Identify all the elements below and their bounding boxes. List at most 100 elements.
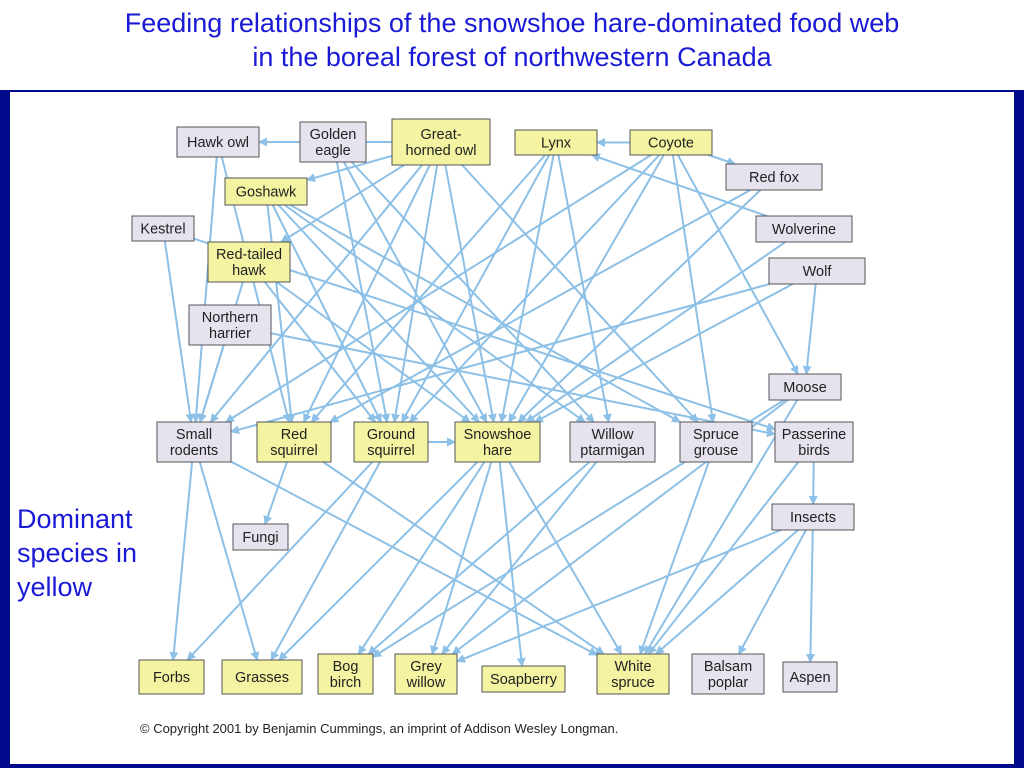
species-insects: Insects bbox=[771, 503, 855, 531]
species-wolf: Wolf bbox=[768, 257, 866, 285]
feeding-link-snowshoe-hare-to-bog-birch bbox=[357, 461, 486, 655]
species-label: Soapberry bbox=[490, 672, 558, 688]
species-box bbox=[679, 421, 753, 463]
species-box bbox=[768, 257, 866, 285]
species-box bbox=[755, 215, 853, 243]
feeding-link-lynx-to-snowshoe-hare bbox=[498, 154, 555, 423]
legend-note-line-3: yellow bbox=[17, 572, 93, 602]
feeding-link-wolverine-to-lynx bbox=[590, 153, 768, 217]
feeding-link-lynx-to-willow-ptarmigan bbox=[557, 154, 612, 423]
species-label: birds bbox=[798, 443, 829, 459]
species-box bbox=[596, 653, 670, 695]
species-label: Kestrel bbox=[140, 222, 185, 238]
feeding-link-moose-to-white-spruce bbox=[644, 399, 799, 655]
slide-title: Feeding relationships of the snowshoe ha… bbox=[0, 6, 1024, 74]
feeding-link-snowshoe-hare-to-grasses bbox=[278, 461, 479, 661]
feeding-link-passerine-birds-to-white-spruce bbox=[647, 461, 800, 655]
species-label: grouse bbox=[694, 443, 738, 459]
species-label: Forbs bbox=[153, 670, 190, 686]
species-label: Insects bbox=[790, 510, 836, 526]
feeding-link-goshawk-to-snowshoe-hare bbox=[277, 204, 480, 423]
feeding-link-insects-to-balsam-poplar bbox=[737, 529, 807, 655]
feeding-link-coyote-to-snowshoe-hare bbox=[508, 154, 665, 423]
feeding-link-insects-to-grey-willow bbox=[456, 529, 782, 663]
species-label: poplar bbox=[708, 675, 748, 691]
species-box bbox=[725, 163, 823, 191]
species-label: Wolverine bbox=[772, 222, 836, 238]
species-box bbox=[224, 177, 308, 206]
species-label: ptarmigan bbox=[580, 443, 644, 459]
feeding-link-ground-squirrel-to-grasses bbox=[270, 461, 381, 661]
species-label: Goshawk bbox=[236, 185, 297, 201]
species-label: Red fox bbox=[749, 170, 800, 186]
species-grasses: Grasses bbox=[221, 659, 303, 695]
species-label: Hawk owl bbox=[187, 135, 249, 151]
species-box bbox=[629, 129, 713, 156]
species-box bbox=[569, 421, 656, 463]
species-label: Bog bbox=[333, 659, 359, 675]
feeding-link-willow-ptarmigan-to-bog-birch bbox=[367, 461, 591, 655]
species-label: spruce bbox=[611, 675, 655, 691]
feeding-link-wolverine-to-snowshoe-hare bbox=[525, 241, 786, 423]
species-label: willow bbox=[406, 675, 446, 691]
species-label: Great- bbox=[420, 127, 461, 143]
feeding-link-ground-squirrel-to-forbs bbox=[186, 461, 374, 661]
species-box bbox=[782, 661, 838, 693]
feeding-link-wolf-to-snowshoe-hare bbox=[533, 283, 794, 423]
species-label: Golden bbox=[310, 127, 357, 143]
feeding-link-great-horned-owl-to-red-squirrel bbox=[302, 164, 431, 423]
species-label: Moose bbox=[783, 380, 827, 396]
feeding-link-northern-harrier-to-passerine-birds bbox=[270, 332, 776, 438]
species-box bbox=[454, 421, 541, 463]
feeding-link-insects-to-white-spruce bbox=[655, 529, 799, 655]
species-label: Fungi bbox=[242, 530, 278, 546]
species-box bbox=[768, 373, 842, 401]
feeding-link-red-squirrel-to-fungi bbox=[263, 461, 288, 525]
species-box bbox=[691, 653, 765, 695]
species-forbs: Forbs bbox=[138, 659, 205, 695]
species-label: Snowshoe bbox=[464, 427, 532, 443]
species-box bbox=[317, 653, 374, 695]
feeding-link-coyote-to-small-rodents bbox=[225, 154, 652, 423]
species-label: horned owl bbox=[406, 143, 477, 159]
species-label: Small bbox=[176, 427, 212, 443]
species-soapberry: Soapberry bbox=[481, 665, 566, 693]
slide-title-line-2: in the boreal forest of northwestern Can… bbox=[252, 42, 772, 72]
species-label: Grasses bbox=[235, 670, 289, 686]
feeding-link-kestrel-to-small-rodents bbox=[163, 240, 195, 423]
species-fungi: Fungi bbox=[232, 523, 289, 551]
feeding-link-great-horned-owl-to-spruce-grouse bbox=[461, 164, 699, 423]
species-hawk-owl: Hawk owl bbox=[176, 126, 260, 158]
species-aspen: Aspen bbox=[782, 661, 838, 693]
species-box bbox=[232, 523, 289, 551]
species-label: Willow bbox=[592, 427, 634, 443]
feeding-link-red-fox-to-red-squirrel bbox=[329, 189, 751, 423]
species-coyote: Coyote bbox=[629, 129, 713, 156]
feeding-link-small-rodents-to-grasses bbox=[198, 461, 260, 661]
feeding-link-hawk-owl-to-small-rodents bbox=[191, 156, 218, 423]
species-box bbox=[188, 304, 272, 346]
feeding-link-goshawk-to-willow-ptarmigan bbox=[284, 204, 586, 423]
species-label: Red bbox=[281, 427, 308, 443]
slide-title-line-1: Feeding relationships of the snowshoe ha… bbox=[124, 8, 900, 38]
feeding-link-coyote-to-red-fox bbox=[708, 154, 737, 166]
species-moose: Moose bbox=[768, 373, 842, 401]
species-label: eagle bbox=[315, 143, 350, 159]
species-box bbox=[481, 665, 566, 693]
species-label: Ground bbox=[367, 427, 415, 443]
species-box bbox=[394, 653, 458, 695]
species-box bbox=[207, 241, 291, 283]
species-label: Coyote bbox=[648, 136, 694, 152]
legend-note-line-1: Dominant bbox=[17, 504, 133, 534]
species-box bbox=[774, 421, 854, 463]
feeding-link-wolf-to-small-rodents bbox=[230, 283, 770, 435]
species-label: squirrel bbox=[270, 443, 318, 459]
feeding-link-small-rodents-to-white-spruce bbox=[230, 460, 598, 656]
species-goshawk: Goshawk bbox=[224, 177, 308, 206]
